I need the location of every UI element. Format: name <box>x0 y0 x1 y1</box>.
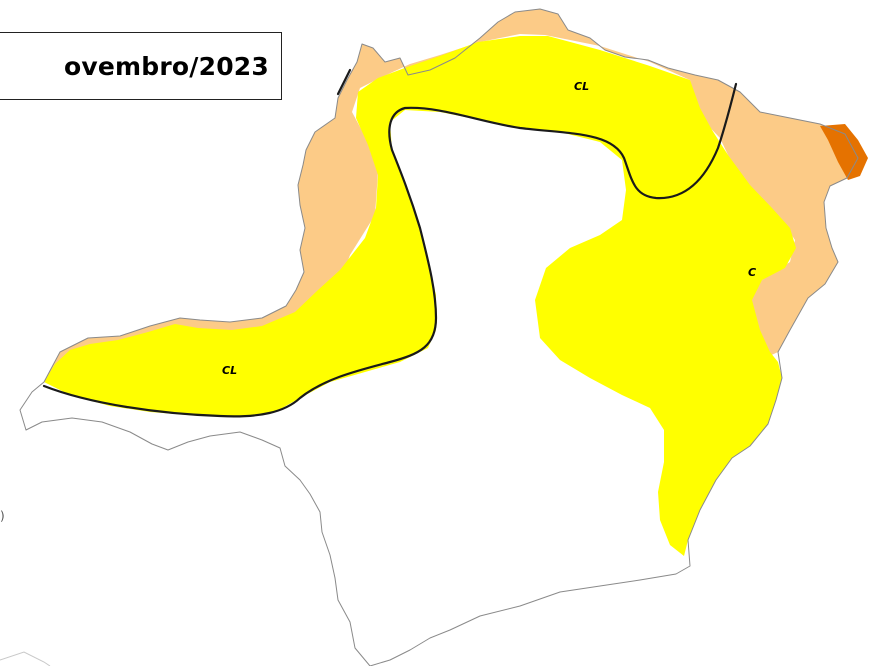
label-c-east: C <box>748 266 756 279</box>
isoline-west <box>42 82 738 418</box>
zone-orange <box>820 124 868 180</box>
zone-yellow <box>44 36 796 556</box>
map-title-box: ovembro/2023 <box>0 32 282 100</box>
label-cl-west: CL <box>222 364 237 377</box>
neighbor-fragment <box>0 651 51 666</box>
stray-mark: ) <box>0 509 5 523</box>
map-title: ovembro/2023 <box>64 51 269 81</box>
label-cl-north: CL <box>574 80 589 93</box>
isoline-fragment-north <box>336 68 352 96</box>
state-boundary <box>19 8 859 666</box>
